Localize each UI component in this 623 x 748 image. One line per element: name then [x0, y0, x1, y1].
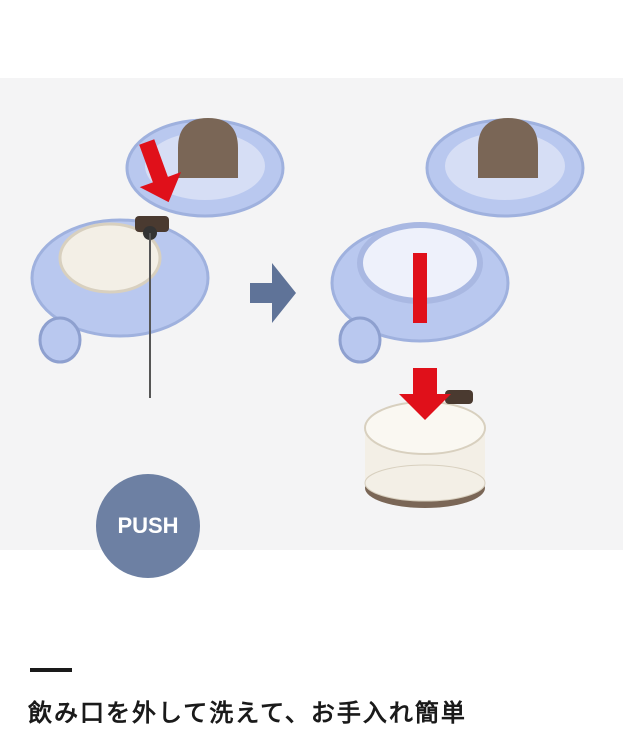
step-arrow	[250, 263, 296, 323]
lid-before	[30, 118, 285, 398]
lid-after	[330, 118, 585, 508]
caption-heading: 飲み口を外して洗えて、お手入れ簡単	[28, 699, 467, 727]
product-illustration-panel: PUSH	[0, 78, 623, 578]
push-badge: PUSH	[96, 474, 200, 578]
bottle-lid-illustration	[30, 118, 585, 508]
caption-rule	[30, 668, 72, 672]
